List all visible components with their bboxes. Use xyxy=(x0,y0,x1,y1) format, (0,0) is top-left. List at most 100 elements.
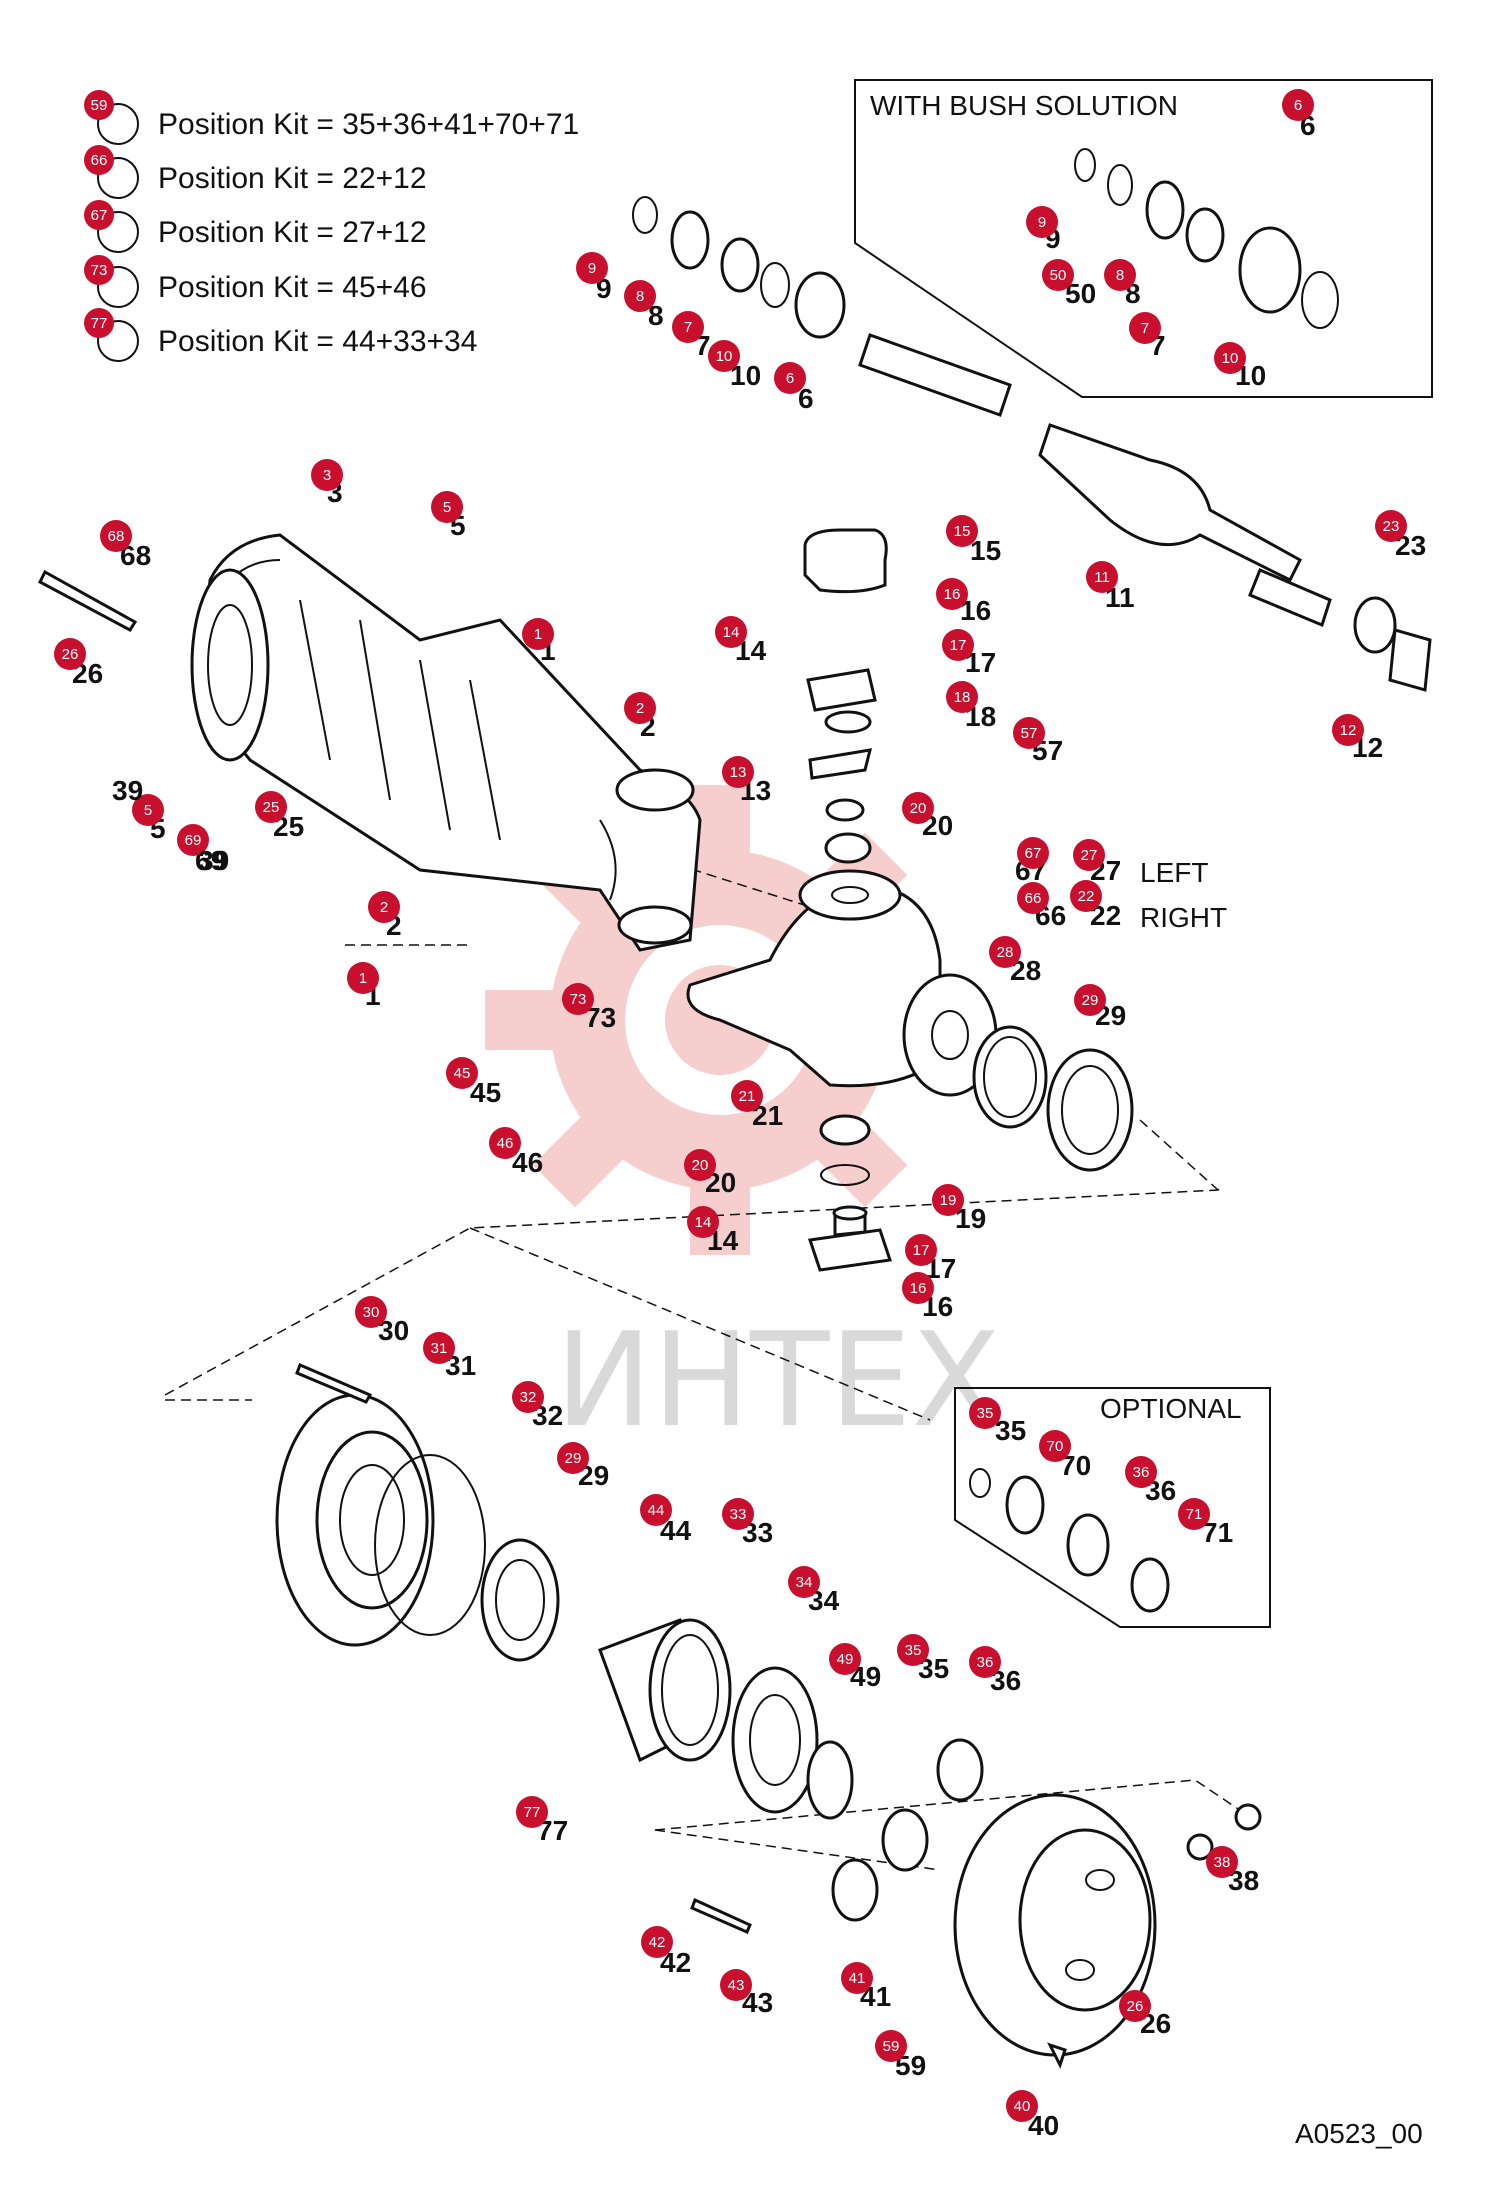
callout-badge-icon xyxy=(1125,1456,1157,1488)
steering-knuckle xyxy=(686,869,998,1097)
callout-39: 39 xyxy=(198,845,229,876)
callout-badge-icon xyxy=(1042,259,1074,291)
callout-badge-icon xyxy=(100,520,132,552)
callout-badge-number: 17 xyxy=(913,1242,930,1259)
ring-gear-33 xyxy=(598,1618,732,1763)
callout-badge-icon xyxy=(1070,880,1102,912)
kit-text: Position Kit = 35+36+41+70+71 xyxy=(158,108,579,141)
callout-badge-number: 14 xyxy=(695,1214,712,1231)
callout-badge-number: 7 xyxy=(1141,320,1149,337)
kit-legend: 59 Position Kit = 35+36+41+70+71 66 Posi… xyxy=(84,90,579,362)
callout-badge-number: 3 xyxy=(323,467,331,484)
callout-badge-number: 49 xyxy=(837,1651,854,1668)
kit-row: 59 Position Kit = 35+36+41+70+71 xyxy=(84,90,579,145)
callout-badge-number: 2 xyxy=(636,700,644,717)
callout-badge-number: 5 xyxy=(443,499,451,516)
callout-badge-number: 32 xyxy=(520,1389,537,1406)
kit-text: Position Kit = 22+12 xyxy=(158,162,427,195)
bush-solution-title: WITH BUSH SOLUTION xyxy=(870,90,1178,121)
callout-badge-icon xyxy=(1006,2090,1038,2122)
callout-badge-icon xyxy=(54,638,86,670)
callout-badge-number: 1 xyxy=(359,970,367,987)
callout-badge-number: 9 xyxy=(1038,214,1046,231)
callout-badge-number: 16 xyxy=(944,586,961,603)
callout-badge-number: 27 xyxy=(1081,847,1098,864)
screw-40 xyxy=(1047,2042,1067,2069)
callout-badge-icon xyxy=(672,311,704,343)
shaft-seal-parts xyxy=(632,196,846,339)
callout-badge-icon xyxy=(788,1566,820,1598)
part-number-label: 35 xyxy=(995,1415,1026,1446)
callout-badge-number: 9 xyxy=(588,260,596,277)
callout-badge-icon xyxy=(431,491,463,523)
callout-badge-number: 71 xyxy=(1186,1506,1203,1523)
callout-badge-icon xyxy=(641,1926,673,1958)
callout-badge-icon xyxy=(902,1272,934,1304)
bush-solution-parts xyxy=(1074,148,1339,329)
nuts-38 xyxy=(1186,1803,1262,1861)
callout-9: 99 xyxy=(576,252,612,304)
callout-badge-icon xyxy=(1119,1990,1151,2022)
callout-badge-icon xyxy=(255,791,287,823)
callout-badge-number: 25 xyxy=(263,799,280,816)
callout-badge-number: 45 xyxy=(454,1065,471,1082)
callout-badge-icon xyxy=(897,1634,929,1666)
callout-badge-icon xyxy=(355,1296,387,1328)
callout-badge-number: 29 xyxy=(565,1450,582,1467)
kit-text: Position Kit = 27+12 xyxy=(158,216,427,249)
callout-badge-number: 57 xyxy=(1021,725,1038,742)
callout-badge-number: 43 xyxy=(728,1977,745,1994)
callout-8: 88 xyxy=(1104,259,1141,309)
callout-badge-number: 67 xyxy=(1025,845,1042,862)
kit-row: 67 Position Kit = 27+12 xyxy=(84,200,427,253)
callout-badge-number: 7 xyxy=(684,319,692,336)
drive-shaft xyxy=(858,333,1432,692)
callout-badge-icon xyxy=(489,1127,521,1159)
callout-badge-icon xyxy=(624,692,656,724)
callout-badge-icon xyxy=(932,1184,964,1216)
callout-badge-number: 26 xyxy=(1127,1998,1144,2015)
callout-5: 55 xyxy=(431,491,466,541)
kit-row: 77 Position Kit = 44+33+34 xyxy=(84,308,477,362)
callout-badge-number: 11 xyxy=(1094,569,1110,586)
part-number-label: 8 xyxy=(648,300,664,331)
callout-1: 11 xyxy=(522,618,556,666)
callout-badge-number: 6 xyxy=(786,370,794,387)
stud-68 xyxy=(38,569,138,632)
callout-badge-icon xyxy=(1214,342,1246,374)
watermark-text: ИНТЕХ xyxy=(555,1304,1001,1456)
callout-badge-icon xyxy=(1013,717,1045,749)
planet-carrier-34 xyxy=(731,1666,819,1814)
callout-badge-icon xyxy=(522,618,554,650)
callout-badge-icon xyxy=(946,681,978,713)
callout-badge-number: 68 xyxy=(108,528,125,545)
callout-badge-number: 30 xyxy=(363,1304,380,1321)
callout-badge-icon xyxy=(640,1494,672,1526)
callout-badge-icon xyxy=(1074,984,1106,1016)
callout-7: 77 xyxy=(672,311,711,361)
callout-badge-number: 10 xyxy=(716,348,733,365)
callout-6: 66 xyxy=(774,362,814,414)
callout-badge-number: 29 xyxy=(1082,992,1099,1009)
